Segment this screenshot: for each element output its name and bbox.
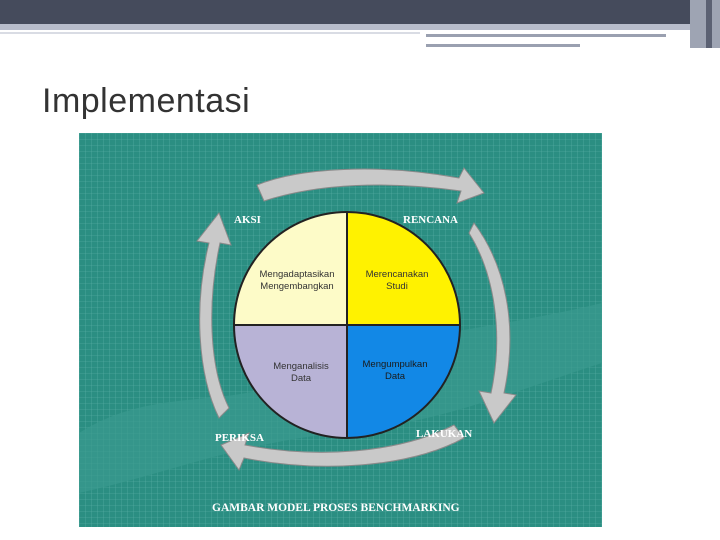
quadrant-circle	[234, 212, 460, 438]
slide-corner-stripe	[706, 0, 712, 48]
benchmarking-diagram: Mengadaptasikan Mengembangkan Merencanak…	[79, 133, 602, 527]
slide-title: Implementasi	[42, 82, 251, 120]
quadrant-bottom-left-line2: Data	[291, 373, 312, 384]
quadrant-bottom-right-line1: Mengumpulkan	[363, 359, 428, 370]
slide-corner-accent	[690, 0, 720, 48]
arrow-bottom	[220, 424, 465, 472]
circle-outline	[233, 211, 461, 439]
quadrant-top-right-line1: Merencanakan	[366, 269, 429, 280]
quadrant-top-left-line1: Mengadaptasikan	[260, 269, 335, 280]
stage-label-aksi: AKSI	[234, 214, 261, 226]
quadrant-top-left-line2: Mengembangkan	[260, 281, 333, 292]
quadrant-top-right-line2: Studi	[386, 281, 408, 292]
stage-label-lakukan: LAKUKAN	[416, 428, 472, 440]
arrow-right	[468, 222, 517, 424]
arrow-top	[256, 167, 485, 204]
decorative-line	[426, 44, 580, 47]
slide-top-accent	[0, 24, 720, 30]
slide-top-bar	[0, 0, 720, 24]
stage-label-periksa: PERIKSA	[215, 432, 264, 444]
diagram-caption: GAMBAR MODEL PROSES BENCHMARKING	[212, 502, 460, 514]
quadrant-bottom-left-line1: Menganalisis	[273, 361, 329, 372]
cycle-arrows	[196, 167, 517, 472]
decorative-line	[426, 34, 666, 37]
arrow-left	[196, 211, 232, 419]
decorative-line	[0, 32, 420, 34]
stage-label-rencana: RENCANA	[403, 214, 458, 226]
quadrant-bottom-right-line2: Data	[385, 371, 406, 382]
